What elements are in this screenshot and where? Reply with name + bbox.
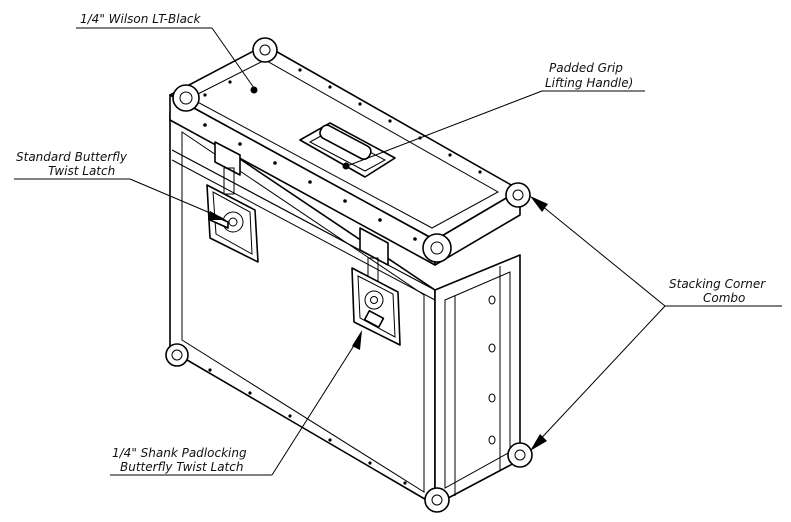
label-latch-line1: Standard Butterfly bbox=[16, 150, 128, 164]
stacking-corner-bottom-front bbox=[424, 487, 450, 513]
lid-top-inner-frame bbox=[188, 59, 500, 229]
lifting-handle bbox=[299, 122, 396, 178]
label-handle-line2: Lifting Handle) bbox=[545, 76, 633, 90]
arrowhead-corner-top bbox=[530, 196, 548, 212]
label-material: 1/4" Wilson LT-Black bbox=[80, 12, 202, 26]
stacking-corner-top-left bbox=[172, 84, 200, 112]
callout-handle: Padded Grip Lifting Handle) bbox=[346, 61, 645, 167]
label-latch-line2: Twist Latch bbox=[48, 164, 115, 178]
rivets-lid-edge bbox=[203, 123, 417, 241]
stacking-corner-top-front bbox=[422, 233, 452, 263]
label-handle-line1: Padded Grip bbox=[549, 61, 623, 75]
label-padlock-line2: Butterfly Twist Latch bbox=[120, 460, 243, 474]
stacking-corner-top-back bbox=[252, 37, 278, 63]
label-corner-line1: Stacking Corner bbox=[669, 277, 766, 291]
lid-seam-inner bbox=[171, 159, 436, 301]
arrowhead-padlock-latch bbox=[352, 330, 362, 350]
side-panel bbox=[434, 254, 521, 506]
rivets-side-panel bbox=[488, 295, 496, 445]
callout-stacking-corner: Stacking Corner Combo bbox=[530, 196, 782, 451]
padlocking-butterfly-latch bbox=[351, 227, 401, 346]
standard-butterfly-latch bbox=[206, 141, 259, 263]
arrowhead-standard-latch bbox=[208, 211, 226, 220]
stacking-corner-bottom-left bbox=[165, 343, 189, 367]
callout-material: 1/4" Wilson LT-Black bbox=[76, 12, 255, 89]
callout-standard-latch: Standard Butterfly Twist Latch bbox=[14, 150, 226, 220]
label-padlock-line1: 1/4" Shank Padlocking bbox=[112, 446, 247, 460]
label-corner-line2: Combo bbox=[703, 291, 745, 305]
callout-padlock-latch: 1/4" Shank Padlocking Butterfly Twist La… bbox=[110, 330, 362, 476]
rivets-bottom-edge bbox=[208, 368, 407, 485]
rivets-lid-top bbox=[203, 68, 482, 174]
stacking-corner-bottom-right bbox=[507, 442, 533, 468]
material-indicator-dot bbox=[250, 86, 258, 94]
flight-case-drawing bbox=[165, 37, 533, 513]
lid-seam bbox=[171, 149, 436, 291]
stacking-corner-top-right bbox=[505, 182, 531, 208]
arrowhead-corner-bottom bbox=[530, 434, 547, 451]
